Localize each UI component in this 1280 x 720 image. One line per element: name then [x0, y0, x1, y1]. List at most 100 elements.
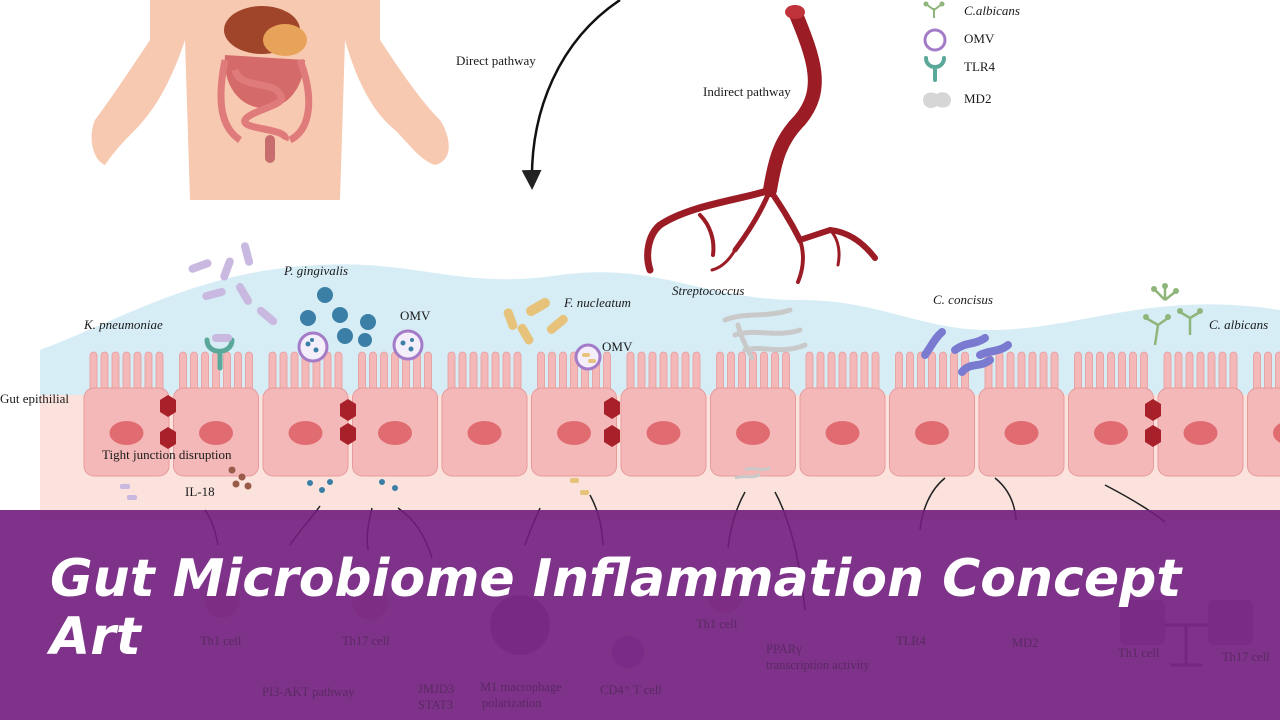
microvillus	[1107, 351, 1115, 393]
epithelial-cell	[978, 351, 1065, 477]
cell-nucleus	[1183, 421, 1218, 445]
cell-nucleus	[915, 421, 949, 445]
microvillus	[323, 351, 332, 393]
p-gingivalis-bacteria	[300, 287, 376, 347]
gut-epithelial-label: Gut epithilial	[0, 391, 69, 406]
tlr4-icon	[924, 56, 946, 82]
microvillus	[1163, 351, 1172, 393]
md2-lower-label: MD2	[1012, 636, 1039, 650]
microvillus	[760, 351, 768, 393]
legend-item-omv: OMV	[920, 28, 1060, 52]
cell-nucleus	[1004, 421, 1039, 445]
epithelial-cell	[799, 351, 886, 477]
microvillus	[89, 351, 98, 393]
cell-nucleus	[736, 421, 770, 445]
microvillus	[1006, 351, 1015, 393]
microvillus	[201, 351, 209, 393]
th17-cell-label-2: Th17 cell	[1222, 650, 1270, 664]
microvillus	[1174, 351, 1183, 393]
microvillus	[692, 351, 701, 393]
c-albicans-label: C. albicans	[1209, 317, 1269, 332]
streptococcus-label: Streptococcus	[672, 283, 745, 298]
microvillus	[190, 351, 198, 393]
microvillus	[380, 351, 388, 393]
microvillus	[1218, 351, 1227, 393]
il18-label: IL-18	[185, 484, 215, 499]
microvillus	[458, 351, 467, 393]
microvillus	[895, 351, 903, 393]
microvillus	[537, 351, 545, 393]
microvillus	[626, 351, 635, 393]
cell-nucleus	[1273, 423, 1280, 443]
c-concisus-label: C. concisus	[933, 292, 993, 307]
microvillus	[1118, 351, 1126, 393]
th1-cell-label-3: Th1 cell	[1118, 646, 1160, 660]
epithelial-cell	[531, 351, 617, 477]
microvillus	[782, 351, 790, 393]
md2-icon	[923, 92, 951, 108]
microvillus	[179, 351, 187, 393]
microvillus	[771, 351, 779, 393]
human-body-illustration	[91, 0, 449, 200]
omv-label-2: OMV	[602, 339, 633, 354]
microvillus	[155, 351, 164, 393]
epithelial-cell	[441, 351, 528, 477]
microvillus	[1196, 351, 1205, 393]
microvillus	[906, 351, 914, 393]
microvillus	[513, 351, 522, 393]
jmjd3-label: JMJD3	[418, 682, 455, 696]
epithelial-cell	[1068, 351, 1154, 477]
ppar-gamma-label: PPARγ	[766, 642, 802, 656]
microvillus	[995, 351, 1004, 393]
microvillus	[358, 351, 366, 393]
streptococcus-bacteria	[722, 307, 808, 361]
tlr4-lower-label: TLR4	[896, 634, 926, 648]
microvillus	[1028, 351, 1037, 393]
microvillus	[223, 351, 231, 393]
tight-junction-markers	[160, 395, 1161, 449]
cell-nucleus	[646, 421, 681, 445]
microvillus	[738, 351, 746, 393]
pi3k-akt-label: PI3-AKT pathway	[262, 685, 355, 699]
microvillus	[659, 351, 668, 393]
cell-nucleus	[467, 421, 502, 445]
microvillus	[849, 351, 858, 393]
direct-pathway-label: Direct pathway	[456, 53, 536, 68]
microvillus	[1074, 351, 1082, 393]
epithelial-cell	[173, 351, 259, 477]
microvillus	[100, 351, 109, 393]
microvillus	[1085, 351, 1093, 393]
microvillus	[637, 351, 646, 393]
microvillus	[559, 351, 567, 393]
blood-vessel-illustration	[644, 5, 878, 284]
microvillus	[1017, 351, 1026, 393]
k-pneumoniae-bacteria	[188, 242, 278, 326]
f-nucleatum-bacteria	[503, 298, 568, 345]
microvillus	[603, 351, 611, 393]
legend-item-tlr4: TLR4	[920, 56, 1060, 82]
cell-nucleus	[199, 421, 233, 445]
microvillus	[928, 351, 936, 393]
cell-nucleus	[109, 421, 144, 445]
microvillus	[133, 351, 142, 393]
microvillus	[1140, 351, 1148, 393]
legend-item-c-albicans: C.albicans	[920, 0, 1060, 22]
microvillus	[648, 351, 657, 393]
microvillus	[838, 351, 847, 393]
microvillus	[1129, 351, 1137, 393]
microvillus	[290, 351, 299, 393]
tlr4-receptor	[204, 337, 235, 371]
microvillus	[1229, 351, 1238, 393]
microvillus	[279, 351, 288, 393]
microvillus	[1264, 351, 1272, 393]
cell-body	[1247, 387, 1280, 477]
microvillus	[491, 351, 500, 393]
epithelial-cell	[710, 351, 796, 477]
microvillus	[268, 351, 277, 393]
epithelial-cell	[620, 351, 707, 477]
microvillus	[1275, 351, 1280, 393]
c-albicans-fungi-heads	[1143, 283, 1203, 320]
p-gingivalis-label: P. gingivalis	[284, 263, 349, 278]
